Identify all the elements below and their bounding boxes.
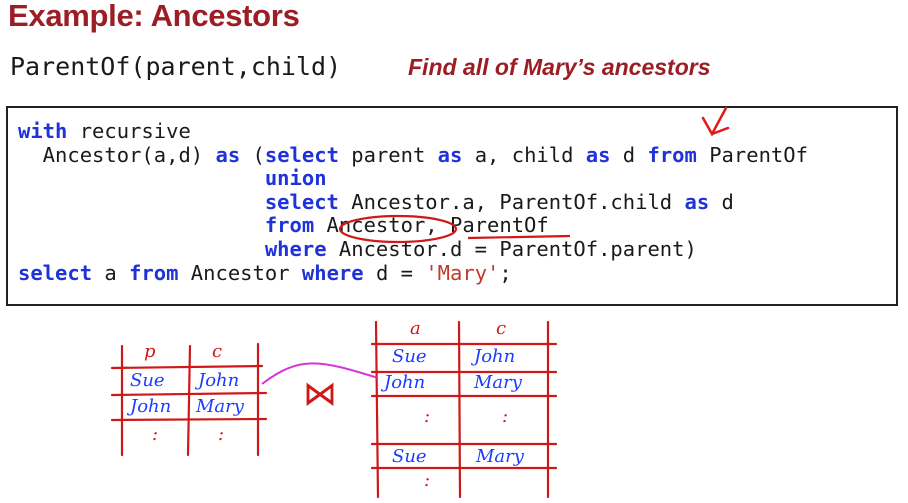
code-text: Ancestor, ParentOf <box>314 213 549 238</box>
code-text: Ancestor(a,d) <box>18 142 216 167</box>
left-cell: : <box>152 424 159 445</box>
right-cell: Sue <box>392 346 427 367</box>
code-text: parent <box>338 142 438 167</box>
join-symbol: ⋈ <box>303 374 337 414</box>
code-text: a <box>92 260 130 285</box>
kw-select: select <box>264 142 339 167</box>
code-text: Ancestor.d = ParentOf.parent) <box>326 236 697 261</box>
relation-schema: ParentOf(parent,child) <box>10 52 342 81</box>
kw-from: from <box>647 142 697 167</box>
left-cell: John <box>130 396 172 417</box>
code-text: d <box>610 142 648 167</box>
string-literal: 'Mary' <box>425 260 500 285</box>
indent <box>18 213 265 237</box>
right-cell: : <box>424 470 431 491</box>
right-cell: : <box>424 406 431 427</box>
right-cell: John <box>384 372 426 393</box>
left-cell: John <box>198 370 240 391</box>
kw-select: select <box>18 260 93 285</box>
right-header-c: c <box>496 318 507 339</box>
code-text: d <box>709 189 734 214</box>
right-cell: Sue <box>392 446 427 467</box>
slide-title: Example: Ancestors <box>8 0 300 33</box>
code-text: d = <box>363 260 426 285</box>
right-cell: Mary <box>476 446 524 467</box>
code-text: ; <box>499 260 512 285</box>
kw-as: as <box>437 142 463 167</box>
sql-code-box: with recursive Ancestor(a,d) as (select … <box>6 106 898 306</box>
kw-from: from <box>264 213 315 238</box>
kw-where: where <box>264 236 327 261</box>
right-cell: John <box>474 346 516 367</box>
indent <box>18 237 265 261</box>
kw-as: as <box>585 142 611 167</box>
left-cell: Mary <box>196 396 244 417</box>
code-text: Ancestor.a, ParentOf.child <box>338 189 685 214</box>
right-cell: : <box>502 406 509 427</box>
kw-where: where <box>301 260 364 285</box>
kw-union: union <box>264 166 327 191</box>
left-header-c: c <box>212 341 223 362</box>
left-cell: : <box>218 424 225 445</box>
kw-from: from <box>129 260 179 285</box>
code-text: ParentOf <box>696 142 808 167</box>
indent <box>18 190 265 214</box>
task-statement: Find all of Mary’s ancestors <box>408 54 711 80</box>
kw-as: as <box>684 189 710 214</box>
code-text: a, child <box>462 142 586 167</box>
right-cell: Mary <box>474 372 522 393</box>
indent <box>18 166 265 190</box>
kw-as: as <box>215 142 241 167</box>
left-cell: Sue <box>130 370 165 391</box>
code-text: Ancestor <box>178 260 302 285</box>
left-header-p: p <box>144 341 156 362</box>
kw-select: select <box>264 189 339 214</box>
kw-with: with <box>18 119 68 143</box>
code-text: recursive <box>67 119 191 143</box>
sql-code: with recursive Ancestor(a,d) as (select … <box>18 119 808 285</box>
right-header-a: a <box>410 318 421 339</box>
code-text: ( <box>240 142 265 167</box>
